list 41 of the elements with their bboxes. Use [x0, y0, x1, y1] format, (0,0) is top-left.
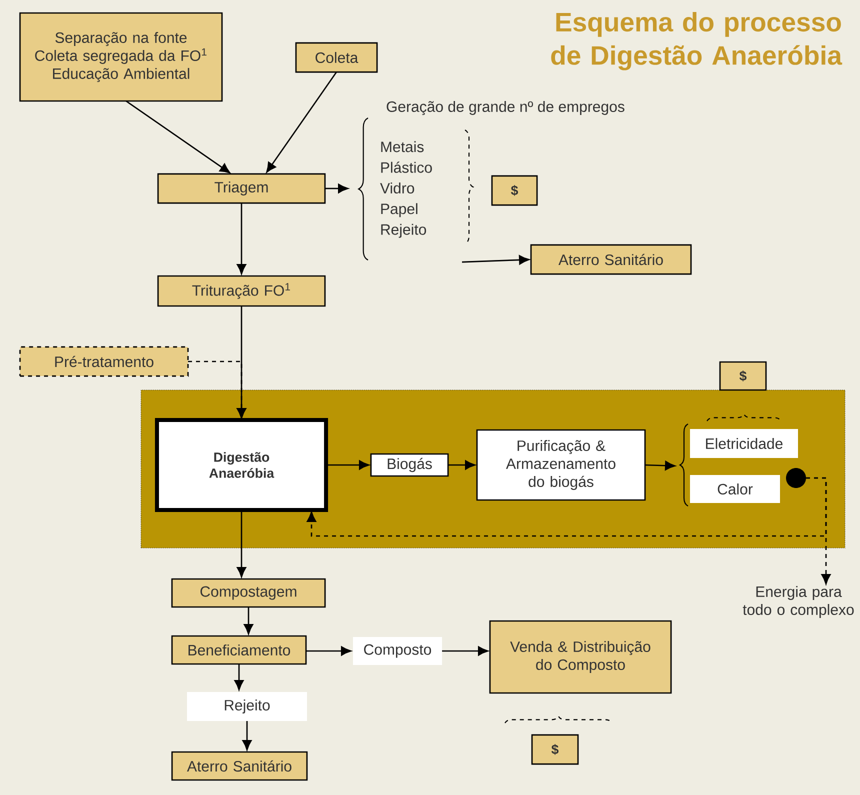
process-box: Triagem	[157, 173, 326, 204]
arrow	[442, 646, 488, 656]
note-text: Energia para todo o complexo	[742, 586, 854, 618]
arrow	[188, 360, 246, 418]
arrow	[126, 100, 230, 174]
process-box: Digestão Anaeróbia	[154, 418, 328, 512]
material-list: Metais Plástico Vidro Papel Rejeito	[358, 118, 432, 260]
process-box: Compostagem	[171, 578, 326, 608]
process-box: Aterro Sanitário	[171, 751, 308, 781]
label-box: Composto	[352, 637, 442, 665]
label-box: Rejeito	[187, 692, 307, 722]
process-box: Beneficiamento	[171, 635, 307, 665]
process-box: Trituração FO$^{1}$	[157, 275, 326, 307]
arrow	[236, 510, 246, 578]
process-box: Separação na fonte Coleta segregada da FO$^{1}$ Educação Ambiental	[19, 12, 223, 102]
money-box: $	[531, 734, 579, 765]
arrow	[306, 646, 352, 656]
arrow	[644, 460, 676, 470]
process-box: Venda & Distribuição do Composto	[489, 620, 672, 694]
arrow	[462, 255, 530, 265]
arrow	[244, 607, 254, 634]
process-box: Aterro Sanitário	[530, 244, 692, 275]
arrow	[234, 664, 244, 690]
arrow	[324, 184, 348, 194]
arrow	[236, 203, 246, 274]
arrow	[806, 477, 831, 584]
process-box: Biogás	[370, 453, 449, 477]
process-box: Coleta	[295, 42, 378, 73]
arrow	[266, 72, 338, 173]
arrow	[242, 721, 252, 750]
process-box: Pré-tratamento	[19, 346, 189, 377]
arrow	[448, 460, 476, 470]
money-box: $	[719, 361, 767, 391]
dot-marker	[786, 468, 806, 488]
process-box: Purificação & Armazenamento do biogás	[476, 429, 646, 501]
title: Esquema do processo de Digestão Anaeróbia	[551, 12, 842, 70]
arrow	[326, 460, 370, 470]
label-box: Eletricidade	[690, 428, 798, 458]
label-box: Calor	[690, 475, 780, 503]
note-text: Geração de grande nº de empregos	[386, 100, 624, 116]
money-box: $	[491, 175, 538, 206]
